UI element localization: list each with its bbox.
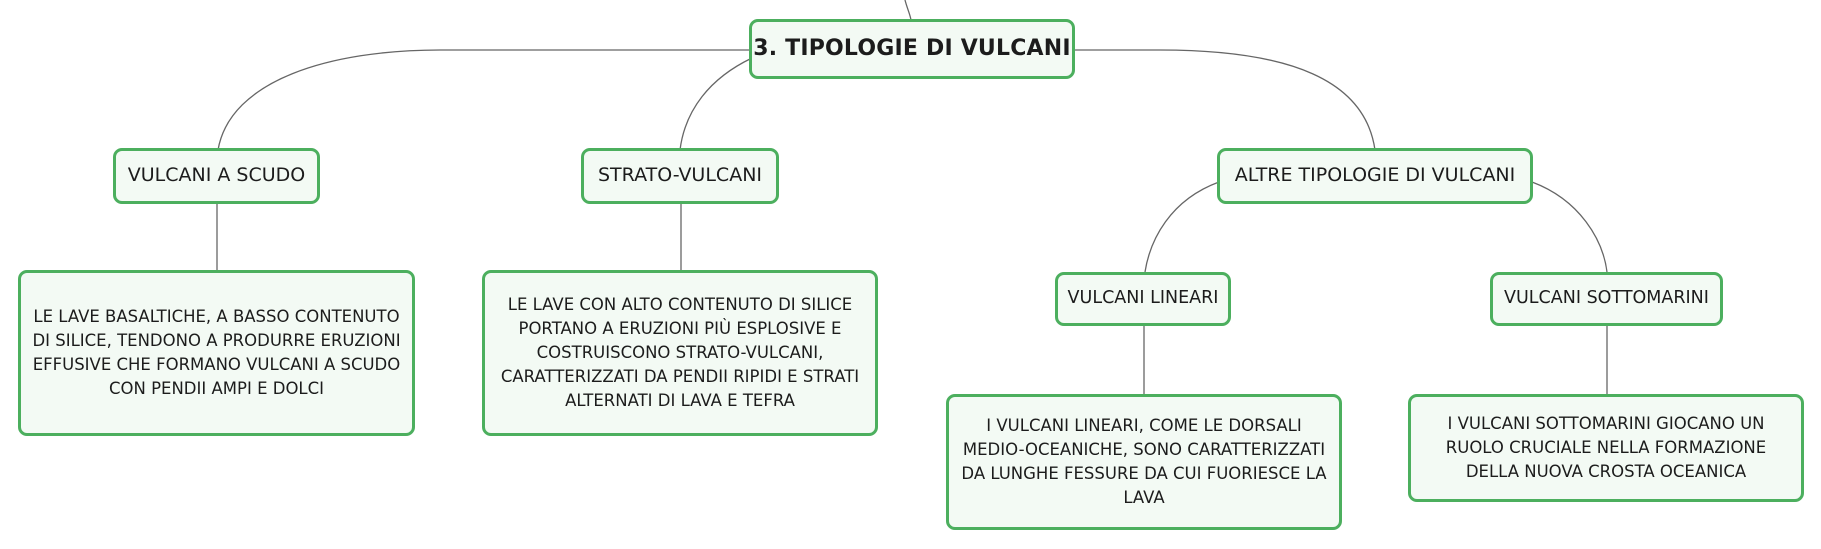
description-vulcani-lineari[interactable]: I VULCANI LINEARI, COME LE DORSALI MEDIO…: [946, 394, 1342, 530]
root-topic-label: 3. TIPOLOGIE DI VULCANI: [753, 36, 1071, 62]
topic-vulcani-a-scudo[interactable]: VULCANI A SCUDO: [113, 148, 320, 204]
description-vulcani-a-scudo[interactable]: LE LAVE BASALTICHE, A BASSO CONTENUTO DI…: [18, 270, 415, 436]
topic-label: VULCANI A SCUDO: [127, 164, 306, 187]
description-text: LE LAVE CON ALTO CONTENUTO DI SILICE POR…: [500, 295, 860, 410]
root-topic[interactable]: 3. TIPOLOGIE DI VULCANI: [749, 19, 1075, 79]
topic-altre-tipologie[interactable]: ALTRE TIPOLOGIE DI VULCANI: [1217, 148, 1533, 204]
description-text: I VULCANI LINEARI, COME LE DORSALI MEDIO…: [961, 416, 1327, 507]
topic-strato-vulcani[interactable]: STRATO-VULCANI: [581, 148, 779, 204]
description-text: I VULCANI SOTTOMARINI GIOCANO UN RUOLO C…: [1445, 414, 1767, 481]
description-text: LE LAVE BASALTICHE, A BASSO CONTENUTO DI…: [32, 307, 401, 398]
description-strato-vulcani[interactable]: LE LAVE CON ALTO CONTENUTO DI SILICE POR…: [482, 270, 878, 436]
topic-label: ALTRE TIPOLOGIE DI VULCANI: [1234, 164, 1516, 187]
topic-vulcani-sottomarini[interactable]: VULCANI SOTTOMARINI: [1490, 272, 1723, 326]
topic-label: VULCANI SOTTOMARINI: [1504, 288, 1709, 309]
topic-label: VULCANI LINEARI: [1067, 288, 1219, 309]
topic-label: STRATO-VULCANI: [597, 164, 763, 187]
description-vulcani-sottomarini[interactable]: I VULCANI SOTTOMARINI GIOCANO UN RUOLO C…: [1408, 394, 1804, 502]
topic-vulcani-lineari[interactable]: VULCANI LINEARI: [1055, 272, 1231, 326]
